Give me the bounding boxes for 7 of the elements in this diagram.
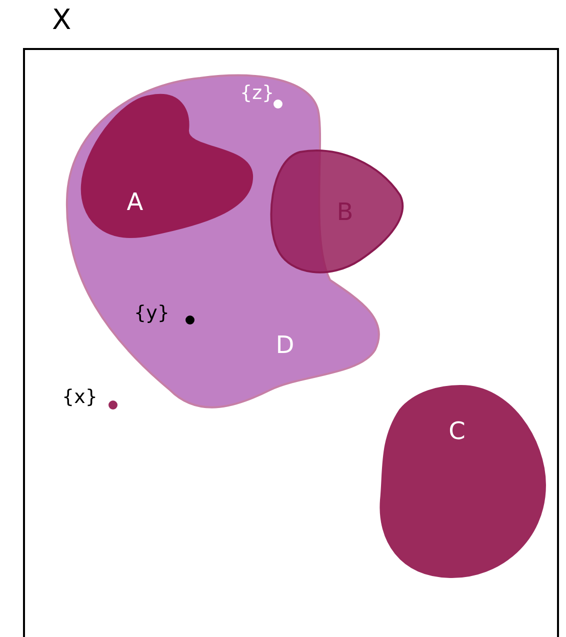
set-label: D	[276, 333, 294, 357]
set-label: C	[448, 419, 466, 443]
set-label: A	[126, 190, 144, 214]
element-label: {y}	[134, 304, 170, 323]
set-label: X	[52, 6, 72, 34]
element-label: {z}	[240, 84, 274, 103]
element-label: {x}	[62, 388, 98, 407]
